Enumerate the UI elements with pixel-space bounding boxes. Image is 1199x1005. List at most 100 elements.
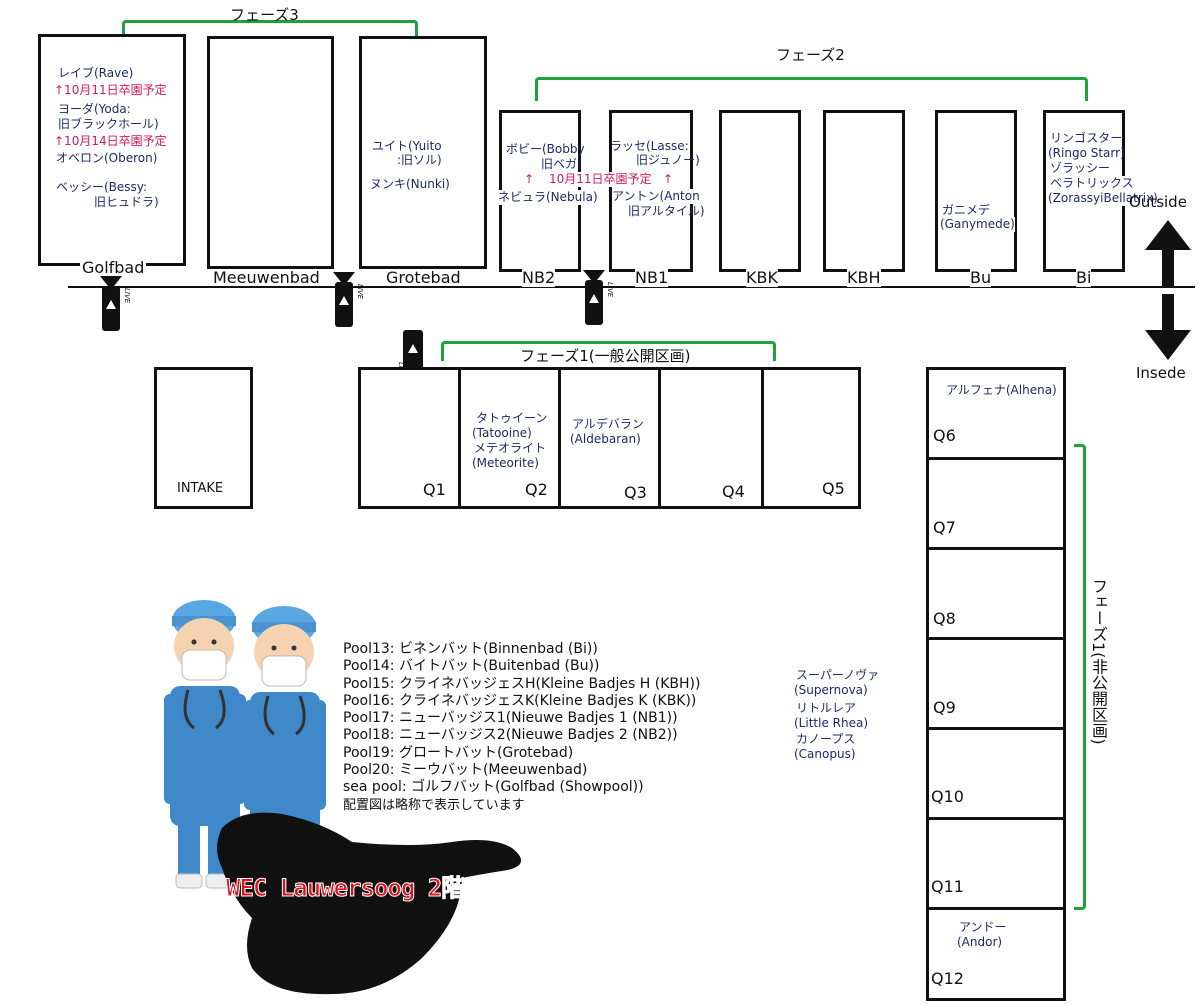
seal-meteorite-en: (Meteorite)	[472, 456, 539, 470]
phase2-label: フェーズ2	[776, 46, 845, 64]
label-meeuwenbad: Meeuwenbad	[213, 268, 320, 287]
seal-alhena: アルフェナ(Alhena)	[946, 383, 1057, 397]
pool-kbk	[719, 110, 801, 272]
phase3-label: フェーズ3	[230, 6, 299, 24]
workers-illustration-icon	[164, 600, 326, 889]
seal-oberon: オベロン(Oberon)	[56, 151, 158, 165]
label-q8: Q8	[933, 609, 956, 628]
seal-zorassy-en: (ZorassyiBellatrix)	[1048, 191, 1158, 206]
pool-kbh	[823, 110, 905, 272]
label-nb2: NB2	[522, 268, 556, 287]
seal-little-rhea: リトルレア	[796, 701, 857, 715]
seal-yoda-note: ↑10月14日卒園予定	[54, 134, 167, 148]
pool-q6	[926, 367, 1066, 460]
seal-lasse-old: 旧ジュノー)	[636, 153, 700, 167]
label-q9: Q9	[933, 698, 956, 717]
seal-andor: アンドー	[959, 920, 1007, 934]
seal-bellatrix: ベラトリックス	[1050, 176, 1134, 191]
legend-item: sea pool: ゴルフバット(Golfbad (Showpool))	[343, 779, 644, 796]
pool-q10	[926, 727, 1066, 820]
label-kbk: KBK	[746, 268, 778, 287]
pool-q1	[358, 367, 461, 509]
wec-label: WEC Lauwersoog 2階	[225, 874, 465, 903]
seal-lasse-arrow: ↑	[663, 172, 674, 186]
legend-item: Pool18: ニューバッジス2(Nieuwe Badjes 2 (NB2))	[343, 727, 678, 744]
camera-grotebad-icon: LIVE	[333, 272, 364, 327]
seal-supernova: スーパーノヴァ	[796, 668, 880, 682]
legend-item: Pool20: ミーウバット(Meeuwenbad)	[343, 762, 588, 779]
seal-yuito-old: :旧ソル)	[397, 153, 442, 167]
legend-list: Pool13: ビネンバット(Binnenbad (Bi)) Pool14: バ…	[343, 641, 700, 814]
label-golfbad: Golfbad	[80, 258, 147, 277]
outside-label: Outside	[1129, 193, 1187, 211]
label-kbh: KBH	[847, 268, 881, 287]
seal-anton-old: 旧アルタイル)	[628, 204, 705, 218]
label-q11: Q11	[931, 877, 964, 896]
seal-anton: アントン(Anton	[612, 189, 700, 204]
legend-item: Pool19: グロートバット(Grotebad)	[343, 744, 574, 761]
seal-supernova-en: (Supernova)	[794, 683, 868, 697]
seal-bobby-arrow: ↑	[524, 172, 535, 186]
seal-tatooine-en: (Tatooine)	[472, 426, 532, 440]
down-arrow-icon	[1145, 294, 1191, 360]
seal-canopus-en: (Canopus)	[794, 747, 856, 761]
legend-item: Pool16: クライネバッジェスK(Kleine Badjes K (KBK)…	[343, 692, 697, 709]
inside-label: Insede	[1136, 364, 1186, 382]
label-q6: Q6	[933, 426, 956, 445]
legend-item: Pool14: バイトバット(Buitenbad (Bu))	[343, 658, 600, 675]
seal-ganymede: ガニメデ	[942, 203, 991, 217]
seal-aldebaran: アルデバラン	[572, 417, 644, 431]
pool-meeuwenbad	[207, 36, 334, 269]
seal-bessy: ベッシー(Bessy:	[56, 180, 148, 194]
camera-nb1-icon: LIVE	[583, 270, 614, 325]
seal-nebula: ネビュラ(Nebula)	[498, 190, 598, 205]
legend-note: 配置図は略称で表示しています	[343, 797, 525, 813]
seal-bobby-old: 旧ベガ)	[541, 157, 582, 171]
svg-text:LIVE: LIVE	[123, 288, 131, 304]
seal-andor-en: (Andor)	[957, 935, 1003, 949]
seal-bessy-old: 旧ヒュドラ)	[94, 195, 159, 209]
svg-text:LIVE: LIVE	[356, 284, 364, 300]
pool-q5	[761, 367, 861, 509]
pool-grotebad	[359, 36, 487, 269]
seal-rave: レイブ(Rave)	[58, 66, 134, 80]
label-intake: INTAKE	[177, 481, 224, 496]
label-q12: Q12	[931, 969, 964, 988]
pool-q11	[926, 817, 1066, 910]
label-q4: Q4	[722, 482, 745, 501]
phase3-bracket	[122, 20, 418, 42]
seal-meteorite: メテオライト	[474, 441, 547, 455]
seal-canopus: カノープス	[796, 732, 856, 746]
legend-item: Pool17: ニューバッジス1(Nieuwe Badjes 1 (NB1))	[343, 710, 678, 727]
phase1-public-bracket	[441, 341, 776, 361]
label-q3: Q3	[624, 483, 647, 502]
seal-yoda: ヨーダ(Yoda:	[58, 102, 131, 116]
legend-item: Pool15: クライネバッジェスH(Kleine Badjes H (KBH)…	[343, 675, 701, 692]
seal-yoda-old: 旧ブラックホール)	[58, 117, 159, 131]
seal-yuito: ユイト(Yuito	[372, 139, 442, 153]
seal-ringo: リンゴスター	[1050, 131, 1123, 145]
pool-q4	[658, 367, 764, 509]
phase1-private-bracket	[1074, 444, 1086, 910]
pool-q12	[926, 907, 1066, 1001]
seal-little-rhea-en: (Little Rhea)	[794, 716, 869, 730]
seal-nunki: ヌンキ(Nunki)	[370, 177, 450, 191]
seal-lasse-note: 10月11日卒園予定	[549, 172, 652, 187]
seal-silhouette-icon	[217, 812, 522, 995]
camera-golfbad-icon: LIVE	[100, 276, 131, 331]
label-bu: Bu	[970, 268, 992, 287]
seal-aldebaran-en: (Aldebaran)	[570, 432, 641, 446]
phase1-private-label: フェーズ1(非公開区画)	[1086, 576, 1110, 747]
seal-bobby: ボビー(Bobby	[506, 142, 585, 156]
label-q7: Q7	[933, 518, 956, 537]
seal-lasse: ラッセ(Lasse:	[610, 139, 689, 153]
label-nb1: NB1	[635, 268, 669, 287]
seal-ringo-en: (Ringo Starr)	[1048, 146, 1125, 160]
label-q5: Q5	[822, 479, 845, 498]
legend-item: Pool13: ビネンバット(Binnenbad (Bi))	[343, 641, 598, 657]
pool-q9	[926, 637, 1066, 730]
separator-line	[68, 286, 1195, 288]
label-q1: Q1	[423, 480, 446, 499]
seal-zorassy: ゾラッシー	[1050, 161, 1111, 175]
up-arrow-icon	[1145, 220, 1191, 286]
